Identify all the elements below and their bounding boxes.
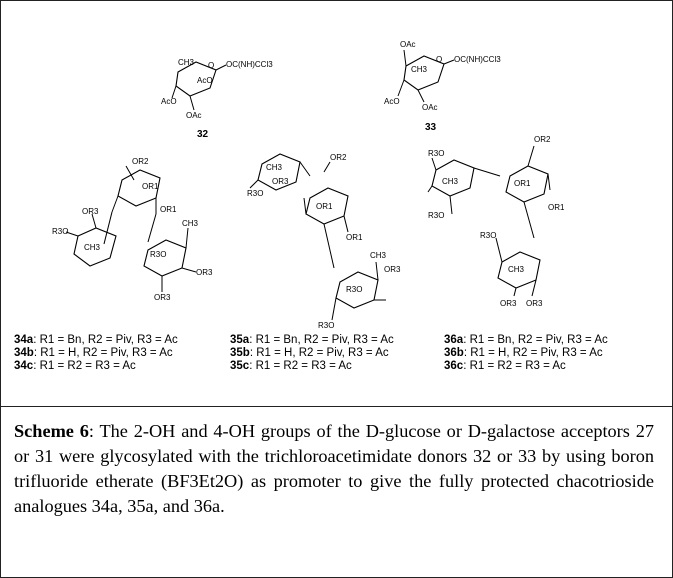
substituent-label: OR2	[534, 135, 551, 144]
methyl-label: CH3	[266, 163, 283, 172]
compound-36-structure: OR2 R3O CH3 R3O OR1 OR1 R3O CH3 OR3 OR3	[427, 135, 565, 308]
substituent-label: OR2	[330, 153, 347, 162]
methyl-label: CH3	[182, 219, 199, 228]
legend-row: 34b: R1 = H, R2 = Piv, R3 = Ac	[14, 347, 173, 359]
substituent-label: OR1	[346, 233, 363, 242]
ring-oxygen-label: O	[208, 61, 214, 70]
methyl-label: CH3	[370, 251, 387, 260]
legend-row: 35c: R1 = R2 = R3 = Ac	[230, 360, 352, 372]
substituent-label: R3O	[480, 231, 496, 240]
compound-32-structure: O OC(NH)CCl3 CH3 AcO AcO OAc	[161, 58, 273, 120]
substituent-label: R3O	[346, 285, 362, 294]
compound-34-structure: OR2 OR1 OR1 OR3 R3O CH3 R3O OR3 CH3 OR3	[52, 157, 213, 302]
methyl-label: CH3	[178, 58, 195, 67]
methyl-label: CH3	[84, 243, 101, 252]
substituent-label: OR3	[272, 177, 289, 186]
acetoxy-label: OAc	[400, 40, 416, 49]
substituent-label: R3O	[150, 250, 166, 259]
substituent-label: OR1	[142, 182, 159, 191]
figure-caption: Scheme 6: The 2-OH and 4-OH groups of th…	[14, 419, 654, 519]
substituent-label: R3O	[52, 227, 68, 236]
substituent-label: R3O	[428, 149, 444, 158]
substituent-label: OR3	[154, 293, 171, 302]
methyl-label: CH3	[411, 65, 428, 74]
compound-33-structure: OAc O OC(NH)CCl3 CH3 AcO OAc	[384, 40, 501, 112]
reaction-scheme-figure: O OC(NH)CCl3 CH3 AcO AcO OAc 32 OAc O OC…	[52, 40, 565, 330]
substituent-label: OR1	[316, 202, 333, 211]
figure-caption-divider	[0, 406, 673, 407]
legend-row: 36b: R1 = H, R2 = Piv, R3 = Ac	[444, 347, 603, 359]
methyl-label: CH3	[508, 265, 525, 274]
substituent-label: OR3	[82, 207, 99, 216]
imidate-label: OC(NH)CCl3	[454, 55, 501, 64]
legend-row: 35a: R1 = Bn, R2 = Piv, R3 = Ac	[230, 334, 394, 346]
caption-heading: Scheme 6	[14, 421, 89, 441]
legend-row: 34c: R1 = R2 = R3 = Ac	[14, 360, 136, 372]
imidate-label: OC(NH)CCl3	[226, 60, 273, 69]
legend-row: 36c: R1 = R2 = R3 = Ac	[444, 360, 566, 372]
substituent-label: OR3	[196, 268, 213, 277]
ring-oxygen-label: O	[436, 55, 442, 64]
acetoxy-label: OAc	[422, 103, 438, 112]
substituent-label: OR3	[526, 299, 543, 308]
substituent-label: OR1	[160, 205, 177, 214]
methyl-label: CH3	[442, 177, 459, 186]
substituent-label: OR3	[384, 265, 401, 274]
substituent-label: R3O	[247, 189, 263, 198]
acetoxy-label: AcO	[384, 97, 400, 106]
substituent-label: OR2	[132, 157, 149, 166]
substituent-label: OR3	[500, 299, 517, 308]
legend-row: 36a: R1 = Bn, R2 = Piv, R3 = Ac	[444, 334, 608, 346]
acetoxy-label: OAc	[186, 111, 202, 120]
compound-number-33: 33	[425, 122, 437, 133]
legend-compound-34: 34a: R1 = Bn, R2 = Piv, R3 = Ac 34b: R1 …	[14, 334, 178, 373]
compound-35-structure: CH3 R3O OR3 OR2 OR1 OR1 CH3 OR3 R3O R3O	[247, 153, 401, 330]
legend-row: 35b: R1 = H, R2 = Piv, R3 = Ac	[230, 347, 389, 359]
caption-text: : The 2-OH and 4-OH groups of the D-gluc…	[14, 421, 654, 516]
substituent-label: R3O	[428, 211, 444, 220]
legend-compound-35: 35a: R1 = Bn, R2 = Piv, R3 = Ac 35b: R1 …	[230, 334, 394, 373]
acetoxy-label: AcO	[161, 97, 177, 106]
substituent-label: OR1	[548, 203, 565, 212]
substituent-label: R3O	[318, 321, 334, 330]
compound-number-32: 32	[197, 129, 209, 140]
acetoxy-label: AcO	[197, 76, 213, 85]
legend-row: 34a: R1 = Bn, R2 = Piv, R3 = Ac	[14, 334, 178, 346]
legend-compound-36: 36a: R1 = Bn, R2 = Piv, R3 = Ac 36b: R1 …	[444, 334, 608, 373]
substituent-label: OR1	[514, 179, 531, 188]
